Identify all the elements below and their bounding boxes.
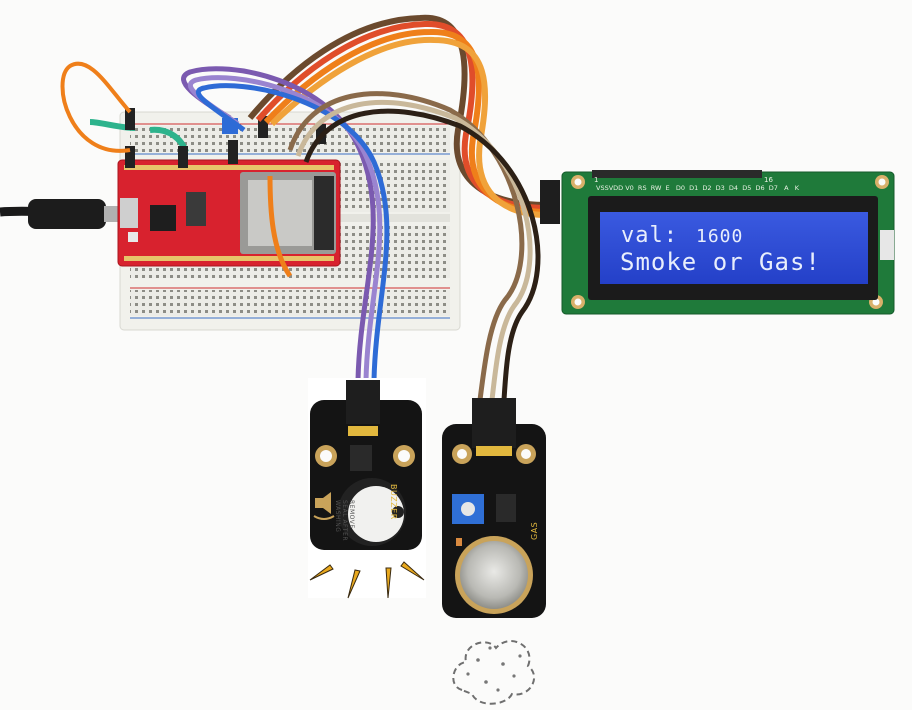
buzzer-sticker-text: REMOVE SEAL AFTER WASHING xyxy=(334,500,355,542)
orange-wire-left xyxy=(60,61,132,153)
orange-wire-esp xyxy=(267,175,293,278)
smoke-cloud-icon xyxy=(452,640,535,705)
lcd-line-2: Smoke or Gas! xyxy=(620,248,821,276)
lcd-pin-first: 1 xyxy=(594,176,599,184)
buzzer-label: BUZZER xyxy=(389,484,398,520)
lcd-pin-labels: VSSVDD V0 RS RW E D0 D1 D2 D3 D4 D5 D6 D… xyxy=(596,184,799,192)
lcd-value-label: val: xyxy=(621,223,678,248)
lcd-ribbon-wires xyxy=(247,14,549,218)
lcd-line-1: val: 1600 xyxy=(621,223,743,248)
buzzer-module xyxy=(308,378,426,598)
lcd-pin-last: 16 xyxy=(764,176,773,184)
lcd-module xyxy=(561,170,895,315)
esp32-board xyxy=(117,159,341,267)
gas-sensor-module xyxy=(442,398,546,618)
smoke-particles xyxy=(466,646,522,692)
gas-label: GAS xyxy=(530,521,539,540)
gas-wires xyxy=(287,91,541,401)
sound-waves-icon xyxy=(309,561,425,599)
buzzer-wires xyxy=(181,66,390,381)
usb-cable xyxy=(0,199,124,229)
lcd-value-number: 1600 xyxy=(695,226,744,247)
lcd-ribbon-plug xyxy=(540,180,560,224)
buzzer-speaker-icon xyxy=(313,492,335,520)
